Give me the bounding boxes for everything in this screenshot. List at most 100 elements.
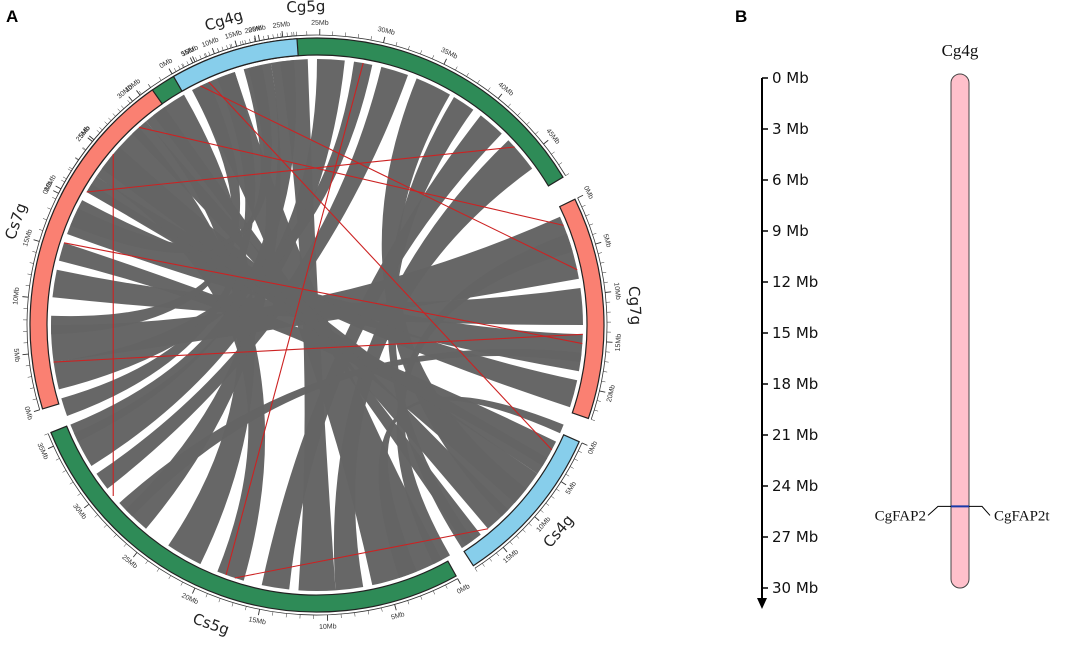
- tick-mark: [272, 611, 274, 616]
- scale-label: 15 Mb: [772, 324, 818, 342]
- tick-label: 15Mb: [502, 548, 520, 565]
- tick-mark: [581, 442, 588, 446]
- tick-mark: [123, 543, 127, 547]
- tick-mark: [267, 35, 270, 40]
- gene-label-left: CgFAP2: [875, 508, 926, 524]
- tick-mark: [267, 35, 269, 40]
- tick-label: 25Mb: [120, 554, 138, 570]
- tick-mark: [535, 131, 539, 135]
- tick-mark: [53, 190, 59, 194]
- tick-label: 20Mb: [248, 24, 267, 34]
- tick-mark: [25, 285, 30, 287]
- tick-mark: [585, 214, 590, 217]
- tick-mark: [148, 84, 151, 88]
- tick-mark: [127, 100, 131, 104]
- highlight-line: [86, 146, 515, 193]
- tick-mark: [145, 560, 149, 564]
- synteny-ribbon: [378, 396, 564, 578]
- tick-mark: [370, 36, 372, 41]
- tick-mark: [249, 38, 251, 43]
- tick-mark: [211, 47, 215, 54]
- tick-mark: [487, 87, 491, 91]
- tick-mark: [61, 179, 65, 183]
- synteny-ribbon: [261, 115, 502, 590]
- tick-mark: [407, 45, 410, 50]
- scale-label: 18 Mb: [772, 375, 818, 393]
- tick-mark: [509, 541, 513, 545]
- tick-mark: [354, 612, 356, 617]
- scale-label: 27 Mb: [772, 528, 818, 546]
- tick-mark: [132, 552, 138, 558]
- tick-mark: [432, 590, 435, 595]
- tick-mark: [507, 103, 511, 107]
- scale-axis-arrow: [757, 598, 767, 609]
- tick-mark: [253, 37, 256, 42]
- tick-ring: [474, 442, 583, 569]
- tick-mark: [534, 516, 540, 521]
- highlight-links: [53, 62, 583, 579]
- tick-mark: [77, 493, 81, 496]
- tick-mark: [186, 61, 189, 66]
- tick-mark: [443, 58, 447, 65]
- chromosome-arc-cs5g: [50, 425, 457, 613]
- tick-mark: [432, 55, 435, 59]
- tick-mark: [192, 56, 196, 63]
- chromosome-bar: [950, 73, 970, 589]
- tick-mark: [87, 137, 93, 142]
- tick-mark: [27, 273, 32, 275]
- tick-mark: [591, 419, 596, 421]
- tick-mark: [44, 433, 49, 436]
- tick-mark: [598, 252, 603, 254]
- tick-mark: [595, 241, 602, 245]
- tick-label: 0Mb: [456, 583, 471, 596]
- tick-mark: [75, 157, 79, 160]
- tick-label: 0Mb: [159, 57, 174, 70]
- tick-mark: [99, 127, 103, 131]
- synteny-ribbon: [61, 72, 256, 416]
- tick-mark: [603, 281, 608, 283]
- tick-mark: [482, 563, 485, 567]
- tick-mark: [33, 239, 40, 242]
- tick-label: 10Mb: [319, 623, 337, 631]
- tick-mark: [22, 353, 29, 356]
- tick-mark: [234, 40, 238, 47]
- gene-right-leader: [969, 505, 991, 516]
- tick-mark: [558, 162, 563, 165]
- tick-mark: [29, 387, 34, 389]
- tick-mark: [551, 151, 555, 155]
- tick-mark: [217, 48, 220, 53]
- tick-label: 45Mb: [544, 128, 560, 146]
- scale-label: 3 Mb: [772, 120, 809, 138]
- highlight-line: [234, 528, 489, 579]
- tick-mark: [181, 63, 184, 68]
- tick-mark: [528, 522, 532, 527]
- tick-mark: [578, 450, 582, 453]
- tick-label: 20Mb: [606, 384, 617, 403]
- tick-mark: [32, 398, 37, 401]
- tick-mark: [497, 93, 503, 99]
- tick-label: 5Mb: [12, 348, 20, 362]
- tick-label: 30Mb: [377, 26, 396, 37]
- tick-mark: [577, 194, 584, 199]
- scale-label: 0 Mb: [772, 69, 809, 87]
- tick-mark: [128, 96, 133, 102]
- tick-mark: [272, 34, 274, 39]
- tick-mark: [230, 43, 233, 48]
- tick-mark: [55, 458, 60, 461]
- tick-mark: [32, 251, 37, 253]
- tick-label: 20Mb: [180, 592, 199, 606]
- tick-mark: [74, 157, 79, 161]
- tick-mark: [407, 600, 410, 605]
- tick-mark: [88, 135, 95, 141]
- tick-mark: [445, 584, 448, 589]
- tick-mark: [138, 90, 142, 95]
- panel-b-label: B: [735, 7, 747, 26]
- chromosome-arc-cg7g: [558, 198, 605, 420]
- chromosome-map: 0 Mb 3 Mb 6 Mb 9 Mb 12 Mb 15 Mb 18 Mb 21…: [757, 41, 1050, 609]
- tick-mark: [457, 578, 461, 585]
- tick-mark: [205, 593, 208, 598]
- tick-mark: [604, 361, 609, 363]
- tick-mark: [67, 168, 72, 172]
- tick-label: 20Mb: [43, 174, 57, 193]
- scale-label: 6 Mb: [772, 171, 809, 189]
